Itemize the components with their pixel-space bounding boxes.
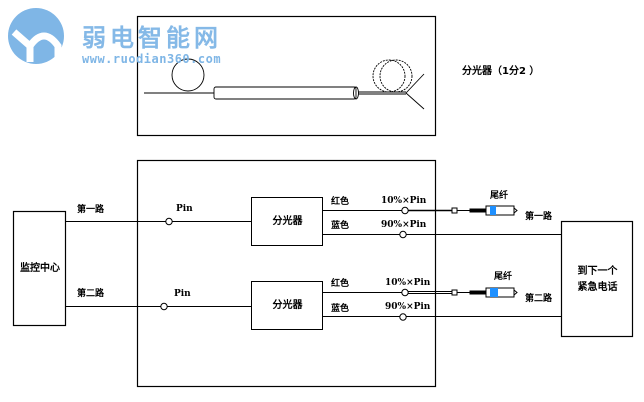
branch-2-right-label: 第二路 (525, 294, 553, 304)
branch-1-left-label: 第一路 (77, 205, 105, 215)
monitoring-center-label: 监控中心 (20, 263, 60, 274)
branch-1-pigtail-label: 尾纤 (490, 191, 509, 201)
watermark-url: www.ruodian360.com (82, 52, 222, 66)
branch-1-splitter-label: 分光器 (272, 216, 303, 227)
branch-1-lines (65, 197, 561, 246)
splitter-illustration (144, 58, 425, 110)
branch-1-red-power: 10%×Pin (381, 196, 427, 206)
branch-2-pigtail-label: 尾纤 (494, 272, 513, 282)
branch-2-red-power: 10%×Pin (385, 278, 431, 288)
branch-2-red-label: 红色 (331, 279, 350, 289)
monitoring-center-box (12, 210, 67, 327)
branch-1-red-label: 红色 (331, 197, 350, 207)
branch-2-splitter-label: 分光器 (272, 300, 303, 311)
next-phone-line2: 紧急电话 (577, 281, 618, 293)
next-phone-box (560, 220, 634, 338)
splitter-caption: 分光器（1分2 ） (462, 66, 540, 77)
branch-1-blue-power: 90%×Pin (381, 220, 427, 230)
branch-2-pin-label: Pin (174, 289, 191, 299)
next-phone-line1: 到下一个 (577, 265, 618, 277)
branch-2-left-label: 第二路 (77, 289, 105, 299)
branch-1-blue-label: 蓝色 (331, 221, 350, 231)
enclosure-box (136, 159, 437, 388)
branch-1-pin-label: Pin (176, 204, 193, 214)
watermark-logo-icon (8, 8, 64, 64)
watermark-title: 弱电智能网 (82, 24, 222, 52)
branch-2-blue-power: 90%×Pin (385, 302, 431, 312)
next-phone-label: 到下一个 紧急电话 (562, 222, 633, 337)
branch-1-right-label: 第一路 (525, 212, 553, 222)
branch-2-lines (65, 281, 561, 330)
branch-2-blue-label: 蓝色 (331, 304, 350, 314)
splitter-illustration-frame (136, 15, 437, 137)
